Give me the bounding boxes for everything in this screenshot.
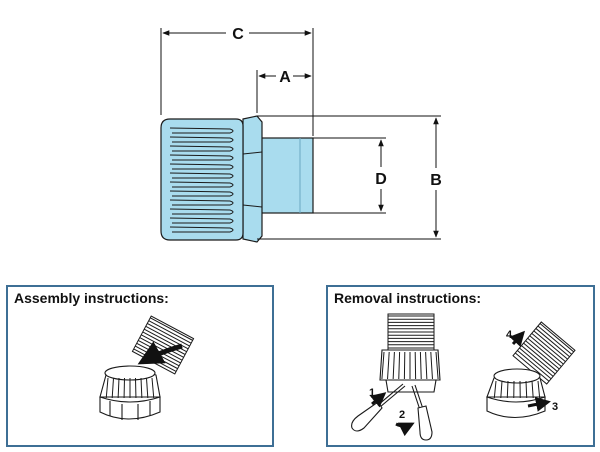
screwdriver-2: [411, 384, 433, 441]
dimension-a-label: A: [279, 69, 291, 86]
assembly-fitting: [99, 365, 161, 420]
step-3-arrow: [527, 396, 551, 412]
removed-fitting: [486, 368, 546, 419]
hex-body: [242, 115, 263, 243]
dimension-c-label: C: [232, 26, 244, 43]
dimension-d-label: D: [375, 171, 387, 188]
assembly-instructions-title: Assembly instructions:: [14, 290, 169, 306]
fitting-drawing: [160, 115, 314, 243]
step-1-arrow: [369, 392, 387, 408]
assembly-illustration: [99, 315, 195, 420]
step-4-arrow: [509, 330, 526, 347]
dimension-b-label: B: [430, 172, 442, 189]
cap-ribs: [169, 127, 234, 233]
thread-spigot: [254, 137, 314, 214]
step-2-label: 2: [399, 409, 405, 421]
step-2-arrow: [395, 422, 415, 437]
insert-arrow: [137, 341, 183, 365]
removal-fitting: [379, 349, 441, 393]
corrugated-hose: [514, 323, 575, 382]
dimension-lines: [160, 28, 441, 240]
removal-illustration: 1 2 3 4: [351, 313, 576, 441]
step-1-label: 1: [369, 387, 375, 399]
corrugated-hose: [388, 315, 434, 352]
removal-instructions-title: Removal instructions:: [334, 290, 482, 306]
step-4-label: 4: [506, 329, 513, 341]
step-3-label: 3: [552, 401, 558, 413]
knurl-grooves: [105, 377, 155, 399]
assembly-panel: [6, 285, 274, 447]
